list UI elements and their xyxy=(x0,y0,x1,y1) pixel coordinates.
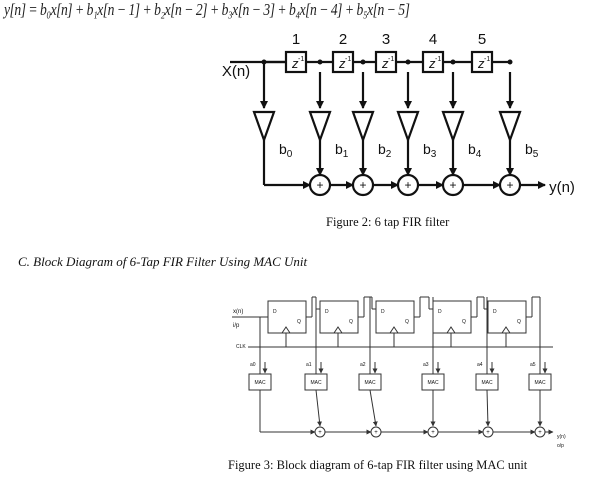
delay-number: 2 xyxy=(339,31,347,48)
clock-edge xyxy=(446,326,456,334)
delay-exponent: -1 xyxy=(298,56,304,63)
adder-sign: + xyxy=(506,178,513,192)
product-wire xyxy=(485,389,491,427)
fir-equation: y[n] = b₀x[n] + b₁x[n − 1] + b₂x[n − 2] … xyxy=(4,0,410,19)
clock-edge xyxy=(501,326,511,334)
product-wire xyxy=(315,389,322,427)
tap-node xyxy=(360,59,366,65)
mac-label: MAC xyxy=(427,380,439,386)
gain-triangle xyxy=(441,110,465,144)
adder-sign: + xyxy=(318,430,322,436)
delay-number: 4 xyxy=(429,31,437,48)
adder-sign: + xyxy=(449,178,456,192)
mac-label: MAC xyxy=(310,380,322,386)
ff-d-label: D xyxy=(325,309,329,315)
clock-edge xyxy=(281,326,291,334)
delay-z: z xyxy=(381,56,389,71)
clock-edge xyxy=(389,326,399,334)
delay-number: 1 xyxy=(292,31,300,48)
ff-d-label: D xyxy=(438,309,442,315)
output-sub-label: o/p xyxy=(557,443,564,449)
ff-q-label: Q xyxy=(297,319,301,325)
coefficient-label: a5 xyxy=(530,362,536,368)
delay-z: z xyxy=(291,56,299,71)
delay-z: z xyxy=(338,56,346,71)
input-label: X(n) xyxy=(222,63,250,80)
input-label: x(n) xyxy=(233,309,243,315)
delay-number: 5 xyxy=(478,31,486,48)
coefficient-label: b0 xyxy=(279,141,293,160)
product-wire xyxy=(369,389,378,427)
adder-sign: + xyxy=(316,178,323,192)
coefficient-label: a2 xyxy=(360,362,366,368)
adder-sign: + xyxy=(374,430,378,436)
delay-number: 3 xyxy=(382,31,390,48)
output-label: y(n) xyxy=(549,179,575,196)
delay-exponent: -1 xyxy=(388,56,394,63)
coefficient-label: a3 xyxy=(423,362,429,368)
ff-q-label: Q xyxy=(462,319,466,325)
adder-sign: + xyxy=(404,178,411,192)
coefficient-label: b1 xyxy=(335,141,349,160)
adder-sign: + xyxy=(359,178,366,192)
gain-triangle xyxy=(498,110,522,144)
output-label: y(n) xyxy=(557,434,566,440)
delay-exponent: -1 xyxy=(484,56,490,63)
coefficient-label: a4 xyxy=(477,362,483,368)
coefficient-label: a1 xyxy=(306,362,312,368)
delay-exponent: -1 xyxy=(345,56,351,63)
coefficient-label: a0 xyxy=(250,362,256,368)
ff-d-label: D xyxy=(493,309,497,315)
clock-edge xyxy=(333,326,343,334)
coefficient-label: b4 xyxy=(468,141,482,160)
coefficient-label: b2 xyxy=(378,141,392,160)
tap-node xyxy=(317,59,323,65)
gain-triangle xyxy=(396,110,420,144)
delay-exponent: -1 xyxy=(435,56,441,63)
tap-node xyxy=(507,59,513,65)
ff-q-label: Q xyxy=(405,319,409,325)
mac-label: MAC xyxy=(254,380,266,386)
adder-sign: + xyxy=(431,430,435,436)
figure-3-caption: Figure 3: Block diagram of 6-tap FIR fil… xyxy=(228,458,528,472)
coefficient-label: b5 xyxy=(525,141,539,160)
clk-label: CLK xyxy=(236,344,246,350)
coefficient-label: b3 xyxy=(423,141,437,160)
mac-label: MAC xyxy=(534,380,546,386)
adder-sign: + xyxy=(538,430,542,436)
figure-2-caption: Figure 2: 6 tap FIR filter xyxy=(326,215,450,229)
gain-triangle xyxy=(308,110,332,144)
gain-triangle xyxy=(351,110,375,144)
ff-d-label: D xyxy=(381,309,385,315)
input-sub-label: i/p xyxy=(233,323,240,329)
tap-node xyxy=(405,59,411,65)
section-heading: C. Block Diagram of 6-Tap FIR Filter Usi… xyxy=(18,254,308,269)
delay-z: z xyxy=(428,56,436,71)
ff-q-label: Q xyxy=(517,319,521,325)
delay-z: z xyxy=(477,56,485,71)
mac-label: MAC xyxy=(364,380,376,386)
mac-label: MAC xyxy=(481,380,493,386)
tap-node xyxy=(450,59,456,65)
adder-sign: + xyxy=(486,430,490,436)
ff-d-label: D xyxy=(273,309,277,315)
gain-triangle xyxy=(252,110,276,144)
ff-q-label: Q xyxy=(349,319,353,325)
